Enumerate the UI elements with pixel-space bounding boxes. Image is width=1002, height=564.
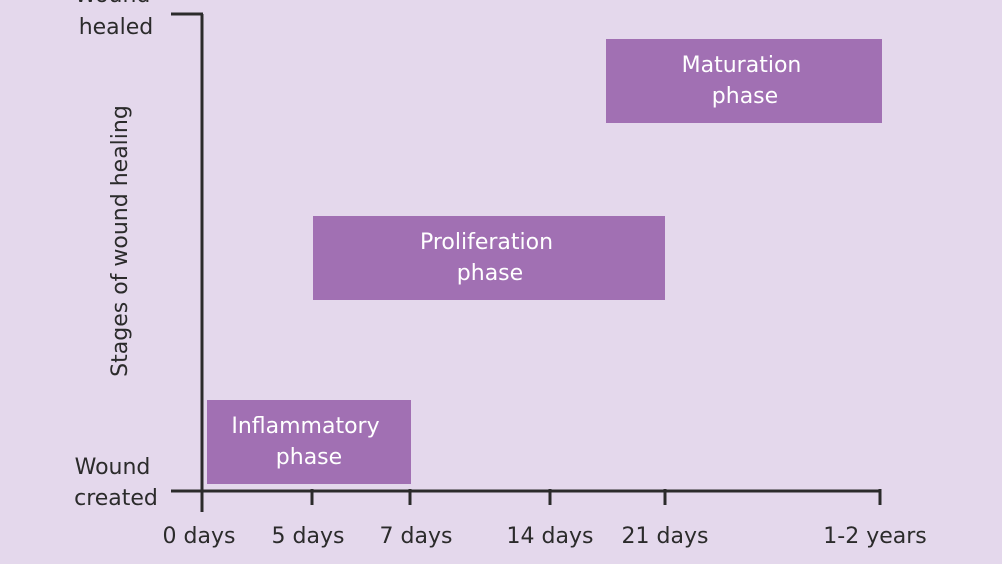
bar-maturation-label: Maturation phase (682, 53, 809, 109)
y-tick-label-bottom: Wound created (74, 455, 158, 511)
bar-maturation-line1: Maturation (682, 53, 802, 78)
bar-proliferation-rect (313, 216, 665, 300)
bar-inflammatory: Inflammatory phase (207, 400, 411, 484)
bar-inflammatory-rect (207, 400, 411, 484)
x-tick-label-2: 7 days (380, 524, 453, 549)
bar-inflammatory-label: Inflammatory phase (231, 414, 386, 470)
bar-proliferation-line2: phase (457, 261, 523, 286)
bar-maturation-line2: phase (712, 84, 778, 109)
x-tick-label-4: 21 days (622, 524, 709, 549)
x-tick-label-1: 5 days (272, 524, 345, 549)
y-tick-top-line1: Wound (75, 0, 151, 8)
y-tick-top-line2: healed (79, 15, 154, 40)
x-tick-label-3: 14 days (507, 524, 594, 549)
bar-inflammatory-line1: Inflammatory (231, 414, 379, 439)
y-tick-bottom-line2: created (74, 486, 158, 511)
y-tick-bottom-line1: Wound (75, 455, 151, 480)
x-tick-label-5: 1-2 years (823, 524, 926, 549)
bar-maturation: Maturation phase (606, 39, 882, 123)
x-ticks: 0 days 5 days 7 days 14 days 21 days 1-2… (163, 489, 927, 549)
bar-proliferation-label: Proliferation phase (420, 230, 560, 286)
bar-proliferation-line1: Proliferation (420, 230, 553, 255)
x-tick-label-0: 0 days (163, 524, 236, 549)
bar-inflammatory-line2: phase (276, 445, 342, 470)
bar-proliferation: Proliferation phase (313, 216, 665, 300)
y-tick-label-top: Wound healed (75, 0, 158, 40)
bar-maturation-rect (606, 39, 882, 123)
y-axis-title: Stages of wound healing (108, 105, 133, 377)
